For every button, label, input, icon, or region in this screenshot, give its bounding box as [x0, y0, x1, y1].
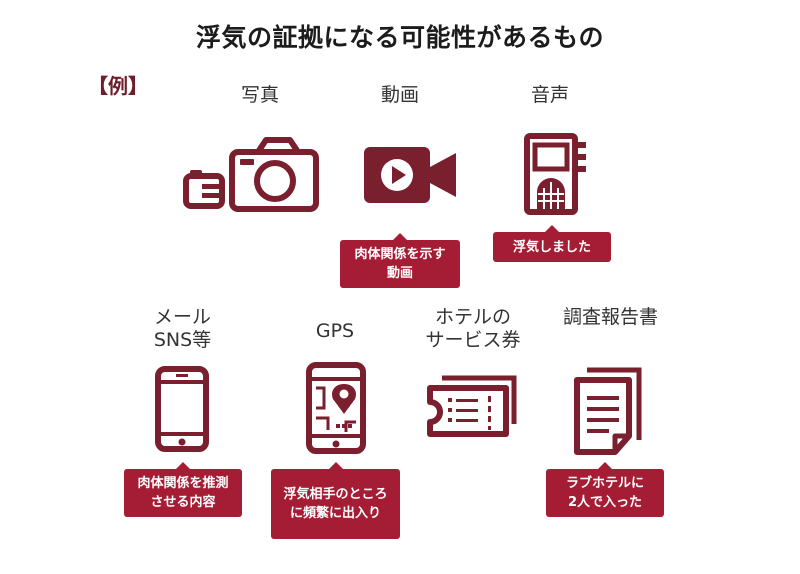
video-camera-icon [364, 147, 456, 203]
gps-phone-icon [306, 362, 366, 454]
smartphone-icon [155, 366, 209, 452]
label-report: 調査報告書 [562, 306, 658, 328]
label-voice: 音声 [530, 84, 569, 106]
label-photo: 写真 [240, 84, 279, 106]
camera-icon [183, 137, 319, 212]
callout-video: 肉体関係を示す 動画 [340, 233, 460, 288]
example-tag: 【例】 [88, 74, 148, 98]
callout-gps: 浮気相手のところ に頻繁に出入り [271, 462, 400, 539]
label-mail-sns: メール SNS等 [153, 306, 212, 351]
label-video: 動画 [380, 84, 419, 106]
label-hotel-ticket: ホテルの サービス券 [425, 306, 521, 351]
label-gps: GPS [315, 320, 355, 342]
voice-recorder-icon [524, 133, 586, 215]
page-title: 浮気の証拠になる可能性があるもの [195, 23, 604, 52]
callout-mail-sns: 肉体関係を推測 させる内容 [124, 462, 242, 517]
ticket-icon [427, 375, 517, 437]
report-document-icon [574, 367, 642, 455]
callout-report: ラブホテルに 2人で入った [546, 462, 664, 517]
callout-voice: 浮気しました [493, 225, 611, 262]
